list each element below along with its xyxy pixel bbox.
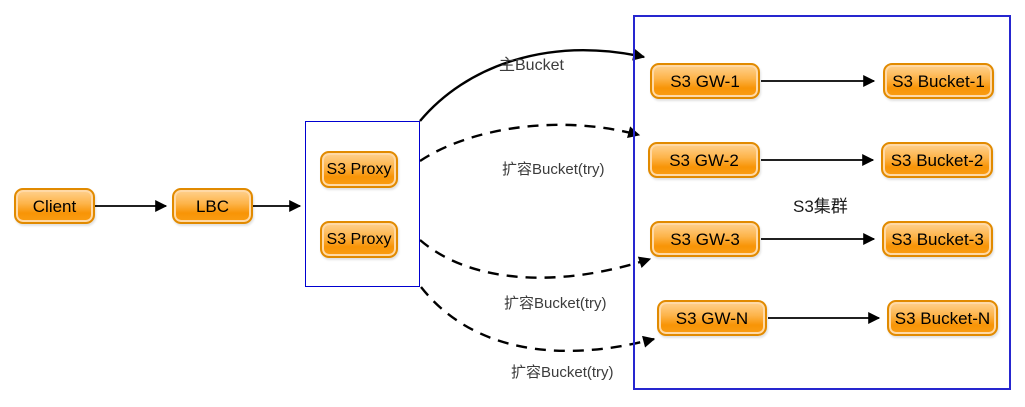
s3-cluster-container bbox=[633, 15, 1011, 390]
node-s3-gw-3-label: S3 GW-3 bbox=[670, 229, 740, 249]
node-lbc-label: LBC bbox=[195, 196, 230, 216]
node-s3-bucket-n: S3 Bucket-N bbox=[887, 300, 998, 336]
edge-label-try-1: 扩容Bucket(try) bbox=[502, 161, 605, 178]
node-s3-gw-3: S3 GW-3 bbox=[650, 221, 760, 257]
node-s3-bucket-3-label: S3 Bucket-3 bbox=[891, 229, 984, 249]
node-s3-proxy-2-label: S3 Proxy bbox=[326, 230, 392, 248]
node-s3-bucket-1: S3 Bucket-1 bbox=[883, 63, 994, 99]
edge-try-bucket-2 bbox=[419, 239, 652, 279]
node-client-label: Client bbox=[32, 196, 77, 216]
edge-label-try-3: 扩容Bucket(try) bbox=[511, 364, 614, 381]
node-s3-gw-1: S3 GW-1 bbox=[650, 63, 760, 99]
node-s3-bucket-2-label: S3 Bucket-2 bbox=[890, 150, 984, 170]
node-s3-gw-n-label: S3 GW-N bbox=[675, 308, 749, 328]
node-s3-bucket-n-label: S3 Bucket-N bbox=[894, 308, 991, 328]
node-s3-proxy-1: S3 Proxy bbox=[320, 151, 398, 188]
node-s3-proxy-1-label: S3 Proxy bbox=[326, 160, 392, 178]
node-s3-gw-2: S3 GW-2 bbox=[648, 142, 760, 178]
node-s3-gw-1-label: S3 GW-1 bbox=[670, 71, 740, 91]
node-s3-bucket-3: S3 Bucket-3 bbox=[882, 221, 993, 257]
node-lbc: LBC bbox=[172, 188, 253, 224]
node-s3-bucket-2: S3 Bucket-2 bbox=[881, 142, 993, 178]
node-s3-bucket-1-label: S3 Bucket-1 bbox=[892, 71, 985, 91]
proxy-group-container bbox=[305, 121, 420, 287]
edge-label-main-bucket: 主Bucket bbox=[499, 57, 564, 74]
node-s3-gw-2-label: S3 GW-2 bbox=[669, 150, 739, 170]
edge-try-bucket-1 bbox=[419, 123, 641, 162]
node-s3-proxy-2: S3 Proxy bbox=[320, 221, 398, 258]
edge-label-try-2: 扩容Bucket(try) bbox=[504, 295, 607, 312]
node-client: Client bbox=[14, 188, 95, 224]
node-s3-gw-n: S3 GW-N bbox=[657, 300, 767, 336]
s3-cluster-label: S3集群 bbox=[793, 197, 848, 216]
